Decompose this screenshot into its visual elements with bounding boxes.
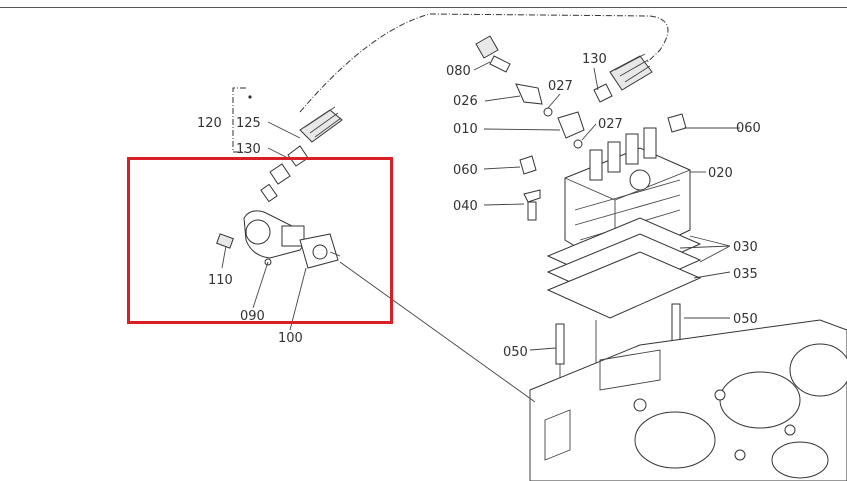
- callout-110: 110: [208, 273, 233, 288]
- callout-100: 100: [278, 331, 303, 346]
- callout-060-right: 060: [736, 121, 761, 136]
- callout-130-left: 130: [236, 142, 261, 157]
- fuel-pipe-dashed: [299, 13, 669, 113]
- callout-020: 020: [708, 166, 733, 181]
- callout-027-top: 027: [548, 79, 573, 94]
- engine-block: [529, 319, 847, 481]
- callout-125: 125: [236, 116, 261, 131]
- callout-026: 026: [453, 94, 478, 109]
- callout-120: 120: [197, 116, 222, 131]
- stud-left: [555, 323, 565, 365]
- callout-035: 035: [733, 267, 758, 282]
- bracket-dashed: [232, 87, 246, 153]
- callout-050-left: 050: [503, 345, 528, 360]
- guide-line: [339, 261, 536, 403]
- callout-027-mid: 027: [598, 117, 623, 132]
- callout-040: 040: [453, 199, 478, 214]
- stop-solenoid-assembly: [216, 106, 343, 269]
- callout-050-right: 050: [733, 312, 758, 327]
- callout-130-top: 130: [582, 52, 607, 67]
- callout-030: 030: [733, 240, 758, 255]
- callout-060-left: 060: [453, 163, 478, 178]
- stud-right: [671, 303, 681, 345]
- callout-090: 090: [240, 309, 265, 324]
- dot-marker: [248, 95, 252, 99]
- fitting-assembly: [475, 35, 687, 221]
- top-border: [0, 0, 847, 8]
- leader-lines: [221, 61, 740, 351]
- highlight-box: [127, 157, 393, 324]
- callout-010: 010: [453, 122, 478, 137]
- gaskets: [546, 217, 702, 319]
- callout-080: 080: [446, 64, 471, 79]
